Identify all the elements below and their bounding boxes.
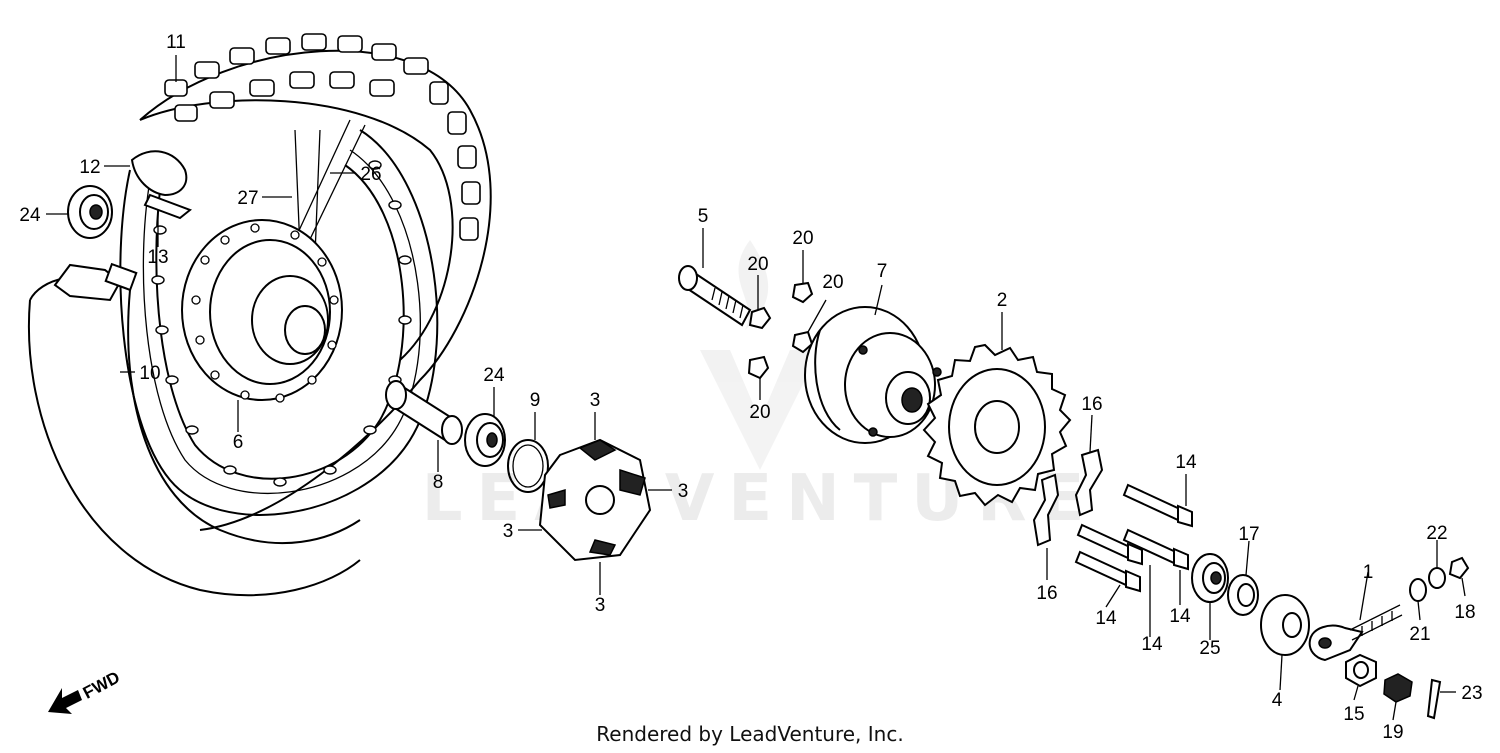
callout-8: 8 xyxy=(433,472,444,493)
fwd-label: FWD xyxy=(80,668,123,703)
callout-14-b: 14 xyxy=(1141,634,1163,655)
callout-22: 22 xyxy=(1426,523,1447,544)
callout-10: 10 xyxy=(139,363,160,384)
collar-part-8 xyxy=(385,380,463,445)
callout-20-b: 20 xyxy=(792,228,813,249)
callout-12: 12 xyxy=(79,157,100,178)
callout-3-right: 3 xyxy=(678,481,689,502)
callout-26: 26 xyxy=(360,164,381,185)
sprocket-part-2 xyxy=(922,343,1072,507)
footer-credit: Rendered by LeadVenture, Inc. xyxy=(596,722,904,746)
callout-3-bottom: 3 xyxy=(595,595,606,616)
callout-9: 9 xyxy=(530,390,541,411)
callout-14-c: 14 xyxy=(1169,606,1191,627)
callout-24-left: 24 xyxy=(19,205,41,226)
forward-direction-indicator: FWD xyxy=(48,668,123,714)
callout-21: 21 xyxy=(1409,624,1430,645)
callout-14-a: 14 xyxy=(1095,608,1117,629)
callout-20-a: 20 xyxy=(747,254,768,275)
leader-lines xyxy=(46,55,1466,721)
callout-24-middle: 24 xyxy=(483,365,505,386)
callout-25: 25 xyxy=(1199,638,1220,659)
watermark-logo xyxy=(700,240,820,470)
damper-rubber-part-3 xyxy=(538,438,652,562)
side-collar-part-4 xyxy=(1260,594,1310,656)
callout-7: 7 xyxy=(877,261,888,282)
callout-1: 1 xyxy=(1363,562,1374,583)
callout-13: 13 xyxy=(147,247,168,268)
callout-19: 19 xyxy=(1382,722,1403,743)
callout-16-top: 16 xyxy=(1081,394,1102,415)
nut-part-20 xyxy=(747,281,814,380)
callout-14-top: 14 xyxy=(1175,452,1197,473)
callout-20-d: 20 xyxy=(749,402,770,423)
callout-18: 18 xyxy=(1454,602,1475,623)
bearing-part-24-left xyxy=(67,185,113,239)
callout-3-top: 3 xyxy=(590,390,601,411)
bolt-part-14 xyxy=(1074,483,1193,593)
callout-4: 4 xyxy=(1272,690,1283,711)
callout-20-c: 20 xyxy=(822,272,843,293)
callout-27: 27 xyxy=(237,188,258,209)
washer-part-21 xyxy=(1409,578,1427,602)
callout-15: 15 xyxy=(1343,704,1364,725)
cotter-pin-part-23 xyxy=(1426,678,1442,720)
nut-part-18 xyxy=(1448,556,1470,580)
rim-and-spokes xyxy=(119,119,439,516)
o-ring-part-9 xyxy=(507,439,549,493)
chain-adjuster-part-1 xyxy=(1308,604,1403,662)
castle-nut-part-19 xyxy=(1383,673,1413,703)
callout-23: 23 xyxy=(1461,683,1482,704)
rim-band-part-12 xyxy=(130,150,192,220)
callout-17: 17 xyxy=(1238,524,1259,545)
inner-tube-part-10 xyxy=(28,262,361,597)
axle-bolt-part-5 xyxy=(678,265,752,327)
callout-5: 5 xyxy=(698,206,709,227)
fwd-arrow-icon xyxy=(48,688,82,714)
callout-labels: 11 12 24 13 27 26 10 6 8 24 9 3 3 3 3 5 … xyxy=(19,32,1482,743)
callout-3-left: 3 xyxy=(503,521,514,542)
bearing-part-24-middle xyxy=(464,413,506,467)
driven-flange-part-7 xyxy=(804,306,942,444)
callout-11: 11 xyxy=(166,32,186,53)
lock-plate-part-16 xyxy=(1032,448,1104,547)
callout-2: 2 xyxy=(997,290,1008,311)
oil-seal-part-17 xyxy=(1227,574,1259,616)
washer-part-22 xyxy=(1428,567,1446,589)
hub-part-6 xyxy=(181,219,343,403)
axle-nut-part-15 xyxy=(1345,653,1377,688)
tire-part-11 xyxy=(139,33,492,531)
callout-16-bottom: 16 xyxy=(1036,583,1057,604)
bearing-part-25 xyxy=(1191,553,1229,603)
callout-6: 6 xyxy=(233,432,244,453)
